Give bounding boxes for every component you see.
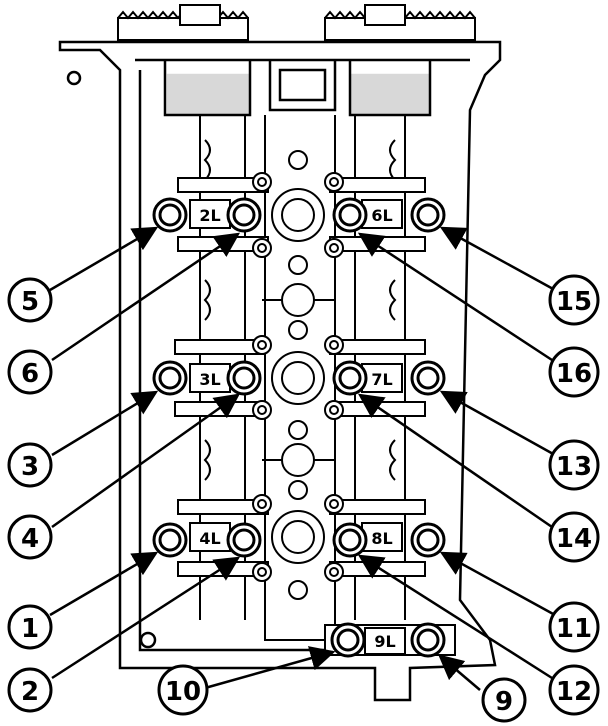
cap-label-3l: 3L	[199, 370, 220, 389]
cap-bolt	[332, 197, 368, 233]
cap-bolt	[152, 522, 188, 558]
cap-label-2l: 2L	[199, 206, 220, 225]
cap-bolt	[152, 360, 188, 396]
cap-bolt	[410, 622, 446, 658]
callout-10: 10	[157, 664, 209, 716]
cap-bolt	[226, 522, 262, 558]
svg-text:9: 9	[495, 687, 513, 717]
svg-text:4: 4	[21, 524, 39, 554]
callout-3: 3	[7, 442, 53, 488]
callout-5: 5	[7, 277, 53, 323]
small-bolts	[252, 172, 344, 582]
cap-label-6l: 6L	[371, 206, 392, 225]
svg-text:5: 5	[21, 287, 39, 317]
bolt-callouts: 1 2 3 4 5 6 9 10 11 12 13 14 15 16	[7, 274, 600, 723]
center-spine	[262, 115, 336, 641]
svg-text:1: 1	[21, 614, 39, 644]
svg-text:16: 16	[556, 359, 592, 389]
cap-label-4l: 4L	[199, 529, 220, 548]
svg-text:15: 15	[556, 287, 592, 317]
svg-text:6: 6	[21, 359, 39, 389]
leader-lines	[49, 226, 556, 691]
callout-14: 14	[548, 511, 600, 563]
svg-text:14: 14	[556, 524, 592, 554]
cap-bolt	[226, 197, 262, 233]
callout-1: 1	[7, 604, 53, 650]
cap-bolts	[152, 197, 446, 658]
callout-9: 9	[481, 677, 527, 723]
cap-label-boxes	[189, 199, 406, 655]
callout-11: 11	[548, 601, 600, 653]
cap-label-8l: 8L	[371, 529, 392, 548]
cap-bolt	[332, 360, 368, 396]
cap-label-9l: 9L	[374, 632, 395, 651]
cap-bolt	[410, 197, 446, 233]
cap-label-7l: 7L	[371, 370, 392, 389]
cap-labels: 2L 3L 4L 6L 7L 8L 9L	[199, 206, 395, 651]
cap-bolt	[410, 522, 446, 558]
head-outline	[58, 40, 502, 702]
svg-text:12: 12	[556, 677, 592, 707]
callout-13: 13	[548, 439, 600, 491]
timing-sprockets	[117, 4, 476, 41]
callout-16: 16	[548, 346, 600, 398]
cap-bolt	[332, 522, 368, 558]
cap-bolt	[330, 622, 366, 658]
callout-2: 2	[7, 667, 53, 713]
svg-text:3: 3	[21, 452, 39, 482]
cap-bolt	[410, 360, 446, 396]
cap-bolt	[152, 197, 188, 233]
callout-15: 15	[548, 274, 600, 326]
callout-12: 12	[548, 664, 600, 716]
svg-text:2: 2	[21, 677, 39, 707]
callout-6: 6	[7, 349, 53, 395]
cap-bolt	[226, 360, 262, 396]
svg-text:10: 10	[165, 677, 201, 707]
svg-text:13: 13	[556, 452, 592, 482]
callout-4: 4	[7, 514, 53, 560]
svg-text:11: 11	[556, 614, 592, 644]
